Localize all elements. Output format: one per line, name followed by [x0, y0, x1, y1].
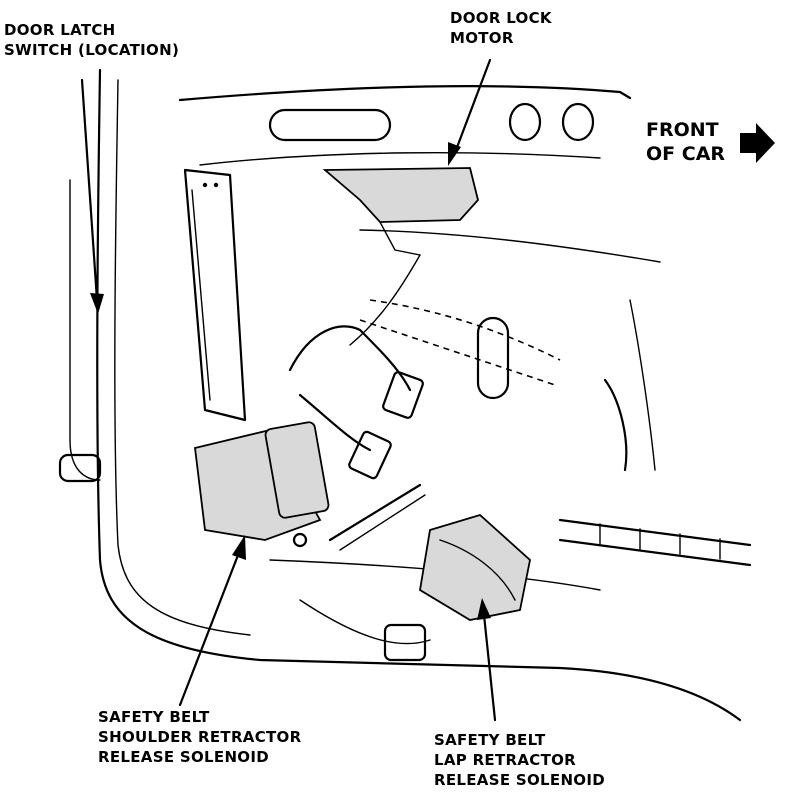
top-slot: [268, 108, 392, 142]
label-line: FRONT: [646, 119, 719, 141]
label-line: DOOR LATCH: [4, 21, 116, 39]
door-frame-inner: [114, 79, 251, 636]
label-line: MOTOR: [450, 29, 514, 47]
shoulder-solenoid-connector: [264, 421, 330, 519]
leader-lap-solenoid: [477, 598, 497, 722]
label-front-of-car: FRONT OF CAR: [646, 118, 725, 166]
label-shoulder-retractor-solenoid: SAFETY BELT SHOULDER RETRACTOR RELEASE S…: [98, 707, 301, 767]
label-line: DOOR LOCK: [450, 9, 552, 27]
linkage-rod-2: [369, 299, 561, 361]
right-slot-1: [476, 316, 510, 400]
linkage-rod-3: [349, 254, 421, 346]
lap-retractor-solenoid: [419, 513, 531, 621]
leader-shoulder-solenoid: [178, 535, 246, 707]
arrow-right-icon: [740, 123, 775, 163]
door-frame-edge: [69, 179, 101, 481]
label-line: SHOULDER RETRACTOR: [98, 728, 302, 746]
label-line: OF CAR: [646, 143, 726, 165]
label-line: RELEASE SOLENOID: [98, 748, 269, 766]
right-slot-2: [603, 378, 628, 472]
door-frame-outer: [96, 68, 742, 722]
seat-belt-strap: [558, 518, 752, 547]
window-sill: [178, 84, 632, 102]
linkage-rod-1: [359, 319, 556, 386]
label-lap-retractor-solenoid: SAFETY BELT LAP RETRACTOR RELEASE SOLENO…: [434, 730, 605, 790]
solenoid-plunger: [328, 483, 422, 542]
side-bolt: [58, 453, 102, 483]
label-line: RELEASE SOLENOID: [434, 771, 605, 789]
door-lock-motor-body: [322, 167, 479, 223]
label-line: SAFETY BELT: [434, 731, 546, 749]
lap-solenoid-bracket: [383, 623, 427, 662]
label-line: SWITCH (LOCATION): [4, 41, 180, 59]
top-hole-1: [508, 102, 542, 142]
label-line: SAFETY BELT: [98, 708, 210, 726]
leader-door-lock-motor: [448, 58, 492, 166]
belt-guide-pillar: [183, 168, 247, 422]
label-line: LAP RETRACTOR: [434, 751, 577, 769]
label-door-lock-motor: DOOR LOCK MOTOR: [450, 8, 552, 48]
connector-lower: [348, 430, 392, 480]
label-door-latch-switch: DOOR LATCH SWITCH (LOCATION): [4, 20, 179, 60]
connector-upper: [382, 371, 424, 419]
leader-door-latch-switch: [80, 78, 104, 314]
top-hole-2: [561, 102, 595, 142]
